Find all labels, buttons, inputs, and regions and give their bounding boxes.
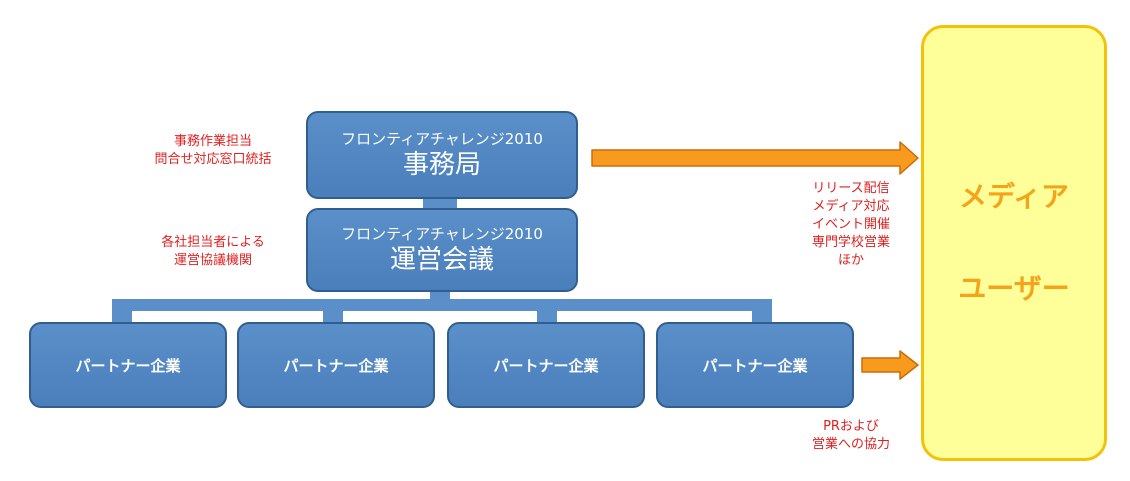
media-user-box: メディア ユーザー [921,25,1107,461]
partner-role-line: PRおよび [823,419,879,434]
partner-3-drop-connector [537,299,557,324]
media-role-line: メディア対応 [812,199,890,214]
committee-note-line: 運営協議機関 [173,253,252,268]
partner-2-drop-connector [323,299,343,324]
partner-box-2: パートナー企業 [237,322,435,408]
partner-box-4: パートナー企業 [656,322,854,408]
secretariat-subtitle: フロンティアチャレンジ2010 [341,130,543,148]
partner-role-line: 営業への協力 [811,437,890,452]
secretariat-box: フロンティアチャレンジ2010 事務局 [306,111,578,199]
media-role-line: イベント開催 [811,217,890,232]
partner-4-drop-connector [752,299,772,324]
partners-to-media-arrow [861,350,919,380]
partner-label: パートナー企業 [702,356,808,375]
partners-to-media-note: PRおよび 営業への協力 [786,418,916,454]
media-label: メディア [958,180,1070,213]
partner-box-3: パートナー企業 [447,322,645,408]
secretariat-to-media-note: リリース配信 メディア対応 イベント開催 専門学校営業 ほか [786,180,916,270]
secretariat-note-line: 問合せ対応窓口統括 [154,152,272,167]
secretariat-to-media-arrow [591,141,919,175]
secretariat-note-line: 事務作業担当 [173,134,252,149]
partner-bus-connector [112,299,772,311]
media-role-line: リリース配信 [812,181,890,196]
media-role-line: 専門学校営業 [811,235,890,250]
committee-title: 運営会議 [389,245,494,275]
partner-box-1: パートナー企業 [29,322,227,408]
partner-label: パートナー企業 [493,356,599,375]
media-role-line: ほか [837,253,864,268]
secretariat-title: 事務局 [402,150,481,180]
partner-label: パートナー企業 [283,356,389,375]
committee-note: 各社担当者による 運営協議機関 [128,234,298,270]
committee-trunk-connector [430,290,450,300]
committee-note-line: 各社担当者による [161,235,265,250]
partner-1-drop-connector [112,299,132,324]
committee-subtitle: フロンティアチャレンジ2010 [341,225,543,243]
partner-label: パートナー企業 [75,356,181,375]
user-label: ユーザー [958,272,1070,305]
secretariat-note: 事務作業担当 問合せ対応窓口統括 [128,133,298,169]
committee-box: フロンティアチャレンジ2010 運営会議 [306,208,578,292]
